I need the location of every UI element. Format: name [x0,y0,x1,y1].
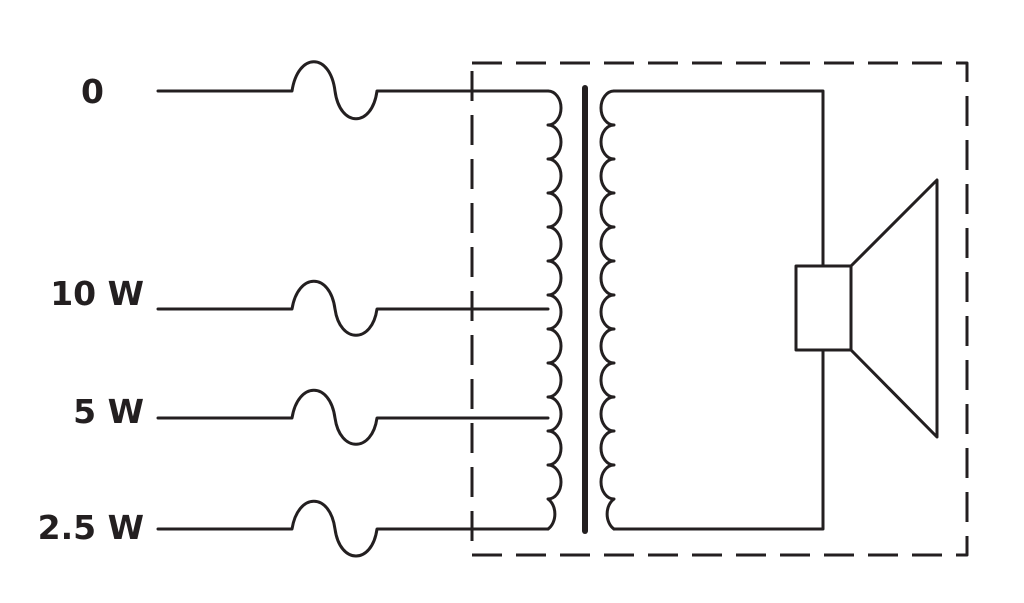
fuse-2-5w-icon [156,499,550,558]
tap-label-10w: 10 W [50,274,144,313]
input-lead-10w [156,279,550,337]
loudspeaker-icon [794,178,939,439]
input-lead-5w [156,388,550,446]
secondary-wire-bottom [612,348,825,531]
tap-label-5w: 5 W [73,392,144,431]
tap-label-0: 0 [81,72,104,111]
fuse-10w-icon [156,279,550,337]
input-lead-0 [156,60,550,121]
fuse-5w-icon [156,388,550,446]
input-lead-2-5w [156,499,550,558]
fuse-0-icon [156,60,550,121]
secondary-coil-icon [599,89,616,531]
primary-coil-icon [546,89,563,531]
secondary-wire-top [612,89,825,268]
tap-label-25w: 2.5 W [37,508,144,547]
